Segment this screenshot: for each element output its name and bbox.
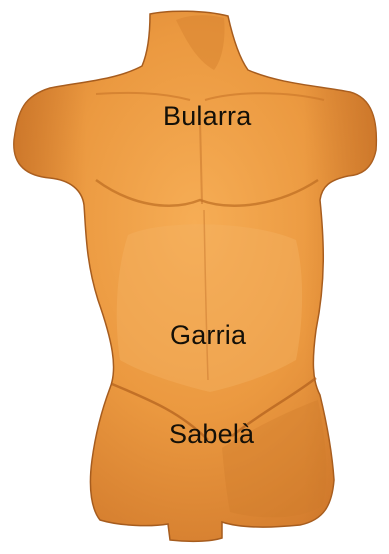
- abdomen-area: [117, 224, 302, 392]
- abdomen-label: Garria: [170, 322, 246, 349]
- chest-label: Bularra: [163, 103, 251, 130]
- pelvis-label: Sabelà: [169, 421, 254, 448]
